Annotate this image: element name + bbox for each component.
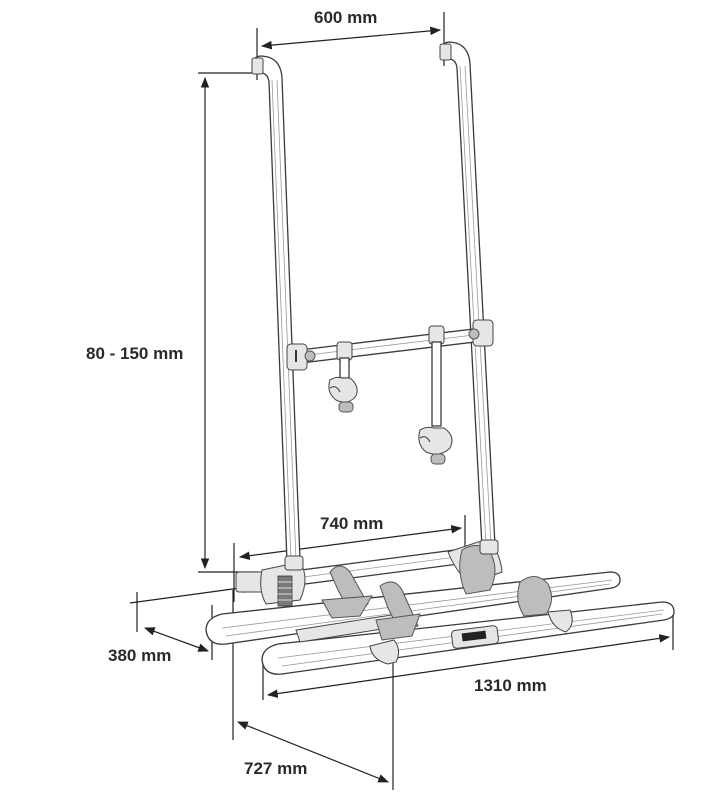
frame-holder-right — [418, 325, 453, 465]
dimension-label-rail-spacing: 740 mm — [320, 514, 384, 533]
wheel-cradles — [321, 545, 552, 641]
upright-frame — [251, 41, 496, 563]
dimension-label-depth: 380 mm — [108, 646, 172, 665]
base-rails — [205, 539, 675, 675]
dimension-label-height-range: 80 - 150 mm — [86, 344, 184, 363]
frame-holder-left — [328, 341, 358, 413]
dimension-label-top-width: 600 mm — [314, 8, 378, 27]
dimension-lines — [129, 12, 674, 790]
dimension-label-length: 1310 mm — [474, 676, 547, 695]
dimension-label-overall-depth: 727 mm — [244, 759, 308, 778]
